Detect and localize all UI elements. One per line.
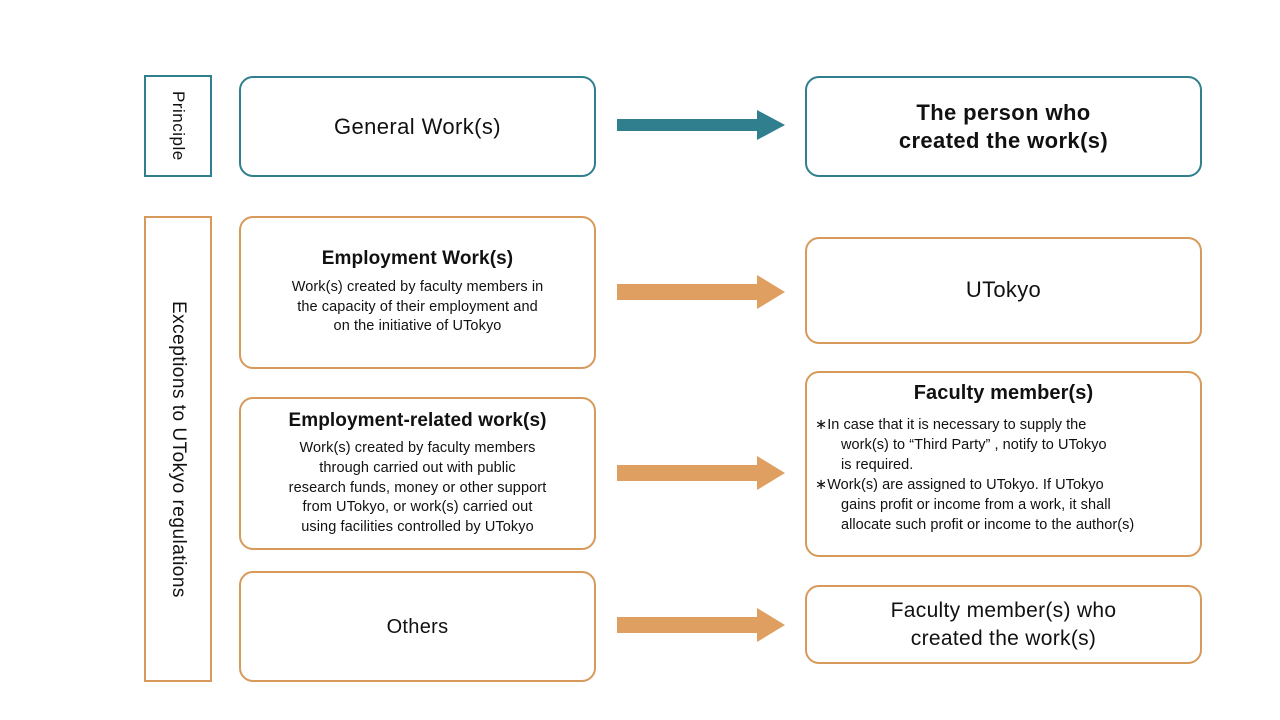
target-box-utokyo[interactable]: UTokyo — [805, 237, 1202, 344]
source-box-employment-related-works[interactable]: Employment-related work(s) Work(s) creat… — [239, 397, 596, 550]
target-box-faculty-member-creator-line1: Faculty member(s) who — [890, 599, 1117, 623]
target-box-person-who-created[interactable]: The person who created the work(s) — [805, 76, 1202, 177]
source-box-others-title: Others — [386, 615, 449, 638]
source-box-employment-related-works-desc-line5: using facilities controlled by UTokyo — [301, 518, 534, 535]
arrow-orange-employment-related-works — [617, 453, 787, 493]
source-box-general-works-title: General Work(s) — [334, 113, 501, 139]
source-box-employment-works-desc-line1: Work(s) created by faculty members in — [291, 279, 544, 296]
faculty-note2-line2: gains profit or income from a work, it s… — [841, 497, 1111, 513]
target-box-faculty-member-detail[interactable]: Faculty member(s) ∗In case that it is ne… — [805, 371, 1202, 557]
faculty-note1-line2: work(s) to “Third Party” , notify to UTo… — [841, 437, 1107, 453]
faculty-note2-line3: allocate such profit or income to the au… — [841, 517, 1135, 533]
arrow-teal-general-works — [617, 105, 787, 145]
source-box-employment-related-works-desc-line2: through carried out with public — [319, 460, 516, 477]
target-box-person-who-created-line1: The person who — [916, 100, 1091, 125]
target-box-faculty-member-creator-line2: created the work(s) — [910, 626, 1097, 650]
target-box-utokyo-title: UTokyo — [965, 277, 1042, 303]
section-label-principle-text: Principle — [169, 91, 188, 161]
source-box-general-works[interactable]: General Work(s) — [239, 76, 596, 177]
arrow-orange-employment-works — [617, 272, 787, 312]
arrow-orange-others — [617, 605, 787, 645]
faculty-note1-line3: is required. — [841, 457, 914, 473]
source-box-employment-related-works-desc-line4: from UTokyo, or work(s) carried out — [302, 499, 533, 516]
section-label-exceptions: Exceptions to UTokyo regulations — [144, 216, 212, 682]
source-box-employment-related-works-desc-line1: Work(s) created by faculty members — [299, 440, 536, 457]
section-label-exceptions-text: Exceptions to UTokyo regulations — [168, 300, 189, 598]
source-box-employment-related-works-title: Employment-related work(s) — [288, 409, 547, 431]
section-label-principle: Principle — [144, 75, 212, 177]
target-box-person-who-created-line2: created the work(s) — [898, 127, 1109, 153]
source-box-others[interactable]: Others — [239, 571, 596, 682]
source-box-employment-works-desc-line2: the capacity of their employment and — [297, 298, 538, 315]
faculty-note2-line1: ∗Work(s) are assigned to UTokyo. If UTok… — [815, 477, 1104, 493]
target-box-faculty-member-creator[interactable]: Faculty member(s) who created the work(s… — [805, 585, 1202, 664]
faculty-note1-line1: ∗In case that it is necessary to supply … — [815, 417, 1087, 433]
source-box-employment-works-desc-line3: on the initiative of UTokyo — [333, 318, 502, 335]
source-box-employment-works-title: Employment Work(s) — [321, 248, 514, 270]
target-box-faculty-member-detail-title: Faculty member(s) — [913, 382, 1094, 404]
source-box-employment-related-works-desc-line3: research funds, money or other support — [288, 479, 547, 496]
source-box-employment-works[interactable]: Employment Work(s) Work(s) created by fa… — [239, 216, 596, 369]
